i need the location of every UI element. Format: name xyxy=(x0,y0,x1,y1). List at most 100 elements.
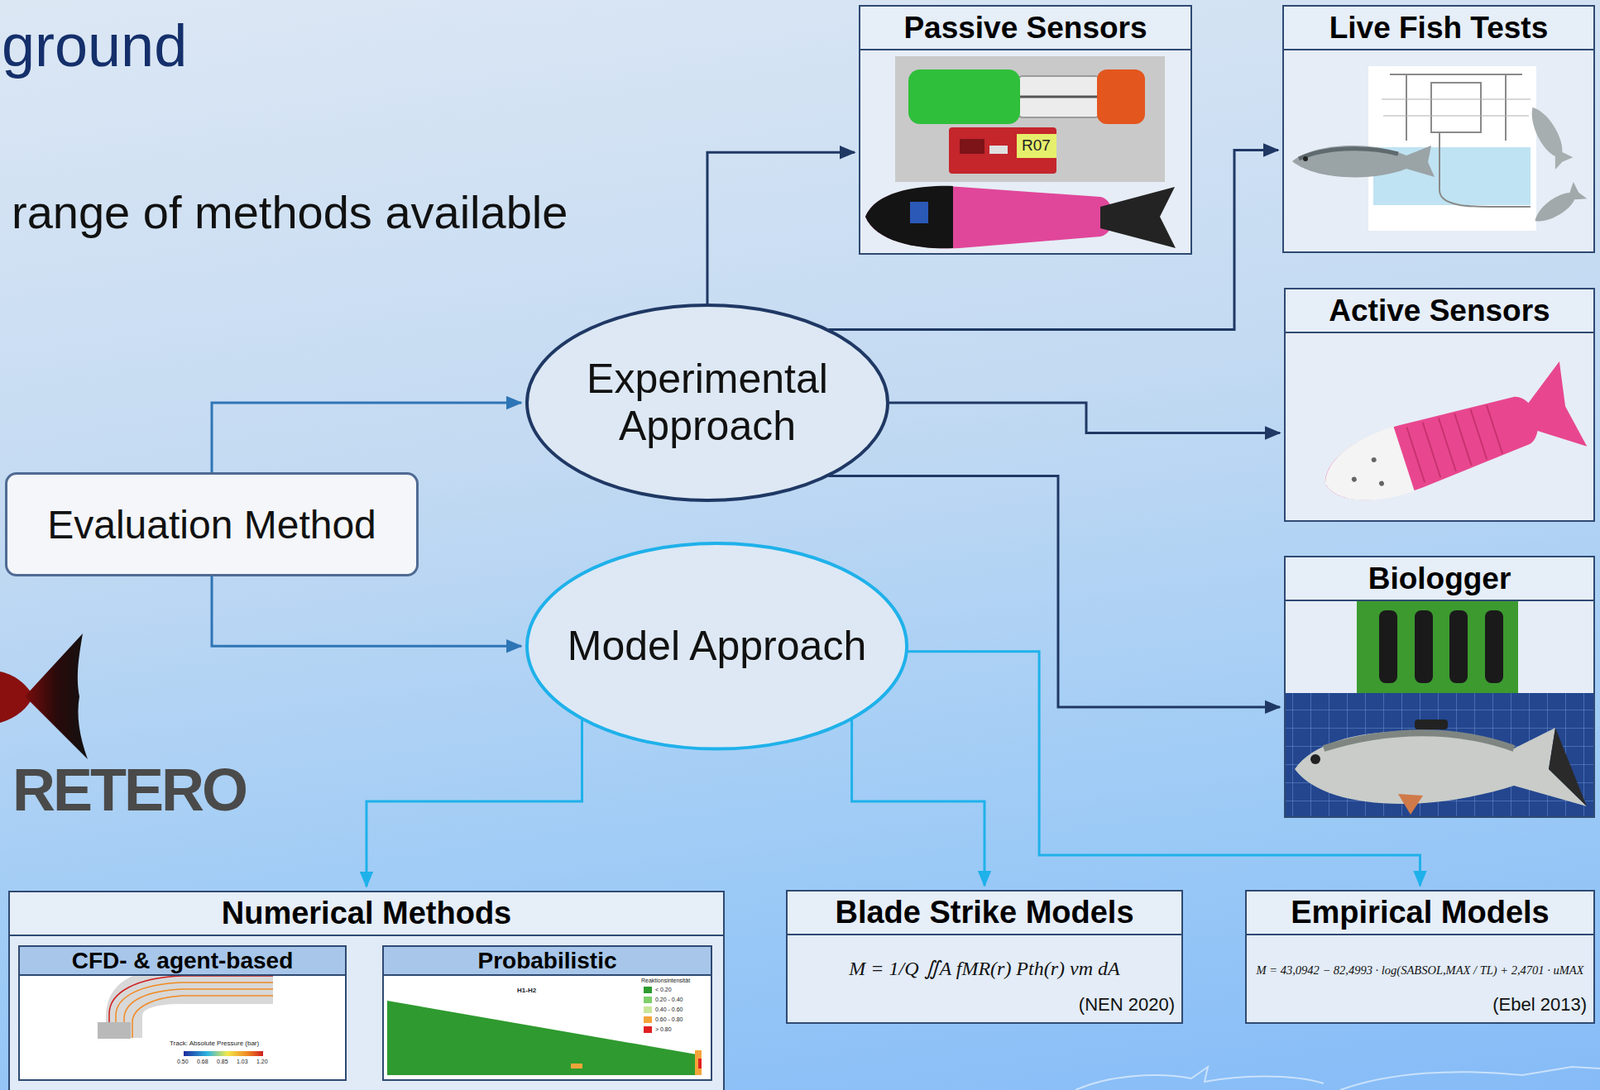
connector-arrow xyxy=(211,402,522,473)
cfd-illustration-part xyxy=(183,1051,264,1057)
method-panel: Biologger xyxy=(1283,555,1596,819)
passive-fish-sensor xyxy=(865,186,1176,249)
legend-text: < 0.20 xyxy=(655,986,672,993)
node-label: Evaluation Method xyxy=(47,502,377,548)
fish-watermark-part xyxy=(1075,1067,1600,1090)
passive-fish-sensor-part xyxy=(865,186,954,249)
live-fish-schematic-part xyxy=(1381,99,1531,116)
figure-label: 0.85 xyxy=(216,1058,229,1065)
passive-sensor-photo xyxy=(895,56,1165,183)
method-panel: Live Fish Tests xyxy=(1282,4,1596,254)
formula-text: M = 1/Q ∬A fMR(r) Pth(r) vm dA xyxy=(787,935,1182,981)
cfd-illustration-part xyxy=(97,1022,131,1040)
active-fish-sensor-part xyxy=(1378,480,1385,488)
method-panel: Passive Sensors xyxy=(858,4,1193,255)
node-label: Model Approach xyxy=(543,622,892,671)
panel-heading: Biologger xyxy=(1285,557,1594,602)
connector-arrow xyxy=(211,576,522,647)
model-formula-box: Blade Strike ModelsM = 1/Q ∬A fMR(r) Pth… xyxy=(785,890,1184,1025)
ellipse-shape xyxy=(526,543,907,750)
page-title: ground xyxy=(1,14,187,78)
cfd-illustration-part xyxy=(124,986,274,1039)
figure-label: 1.20 xyxy=(256,1058,269,1065)
legend-swatch xyxy=(643,996,652,1004)
probabilistic-illustration-part xyxy=(698,1058,702,1069)
node-label: Experimental Approach xyxy=(570,355,844,451)
passive-fish-sensor-part xyxy=(1100,186,1176,249)
legend-swatch xyxy=(643,986,652,994)
figure-label: R07 xyxy=(1021,137,1051,154)
live-fish-schematic-part-part xyxy=(1529,181,1588,231)
live-fish-schematic-part xyxy=(1298,148,1399,159)
ellipse-shape xyxy=(526,305,888,501)
cfd-illustration-part xyxy=(109,976,274,1039)
panel-ground-part xyxy=(383,974,711,1080)
biologger-photo-part xyxy=(1414,719,1448,730)
biologger-photo xyxy=(1283,599,1596,819)
connector-arrow xyxy=(828,150,1280,331)
live-fish-schematic-part xyxy=(1529,181,1588,231)
connector-arrow xyxy=(889,402,1280,434)
probabilistic-illustration-part xyxy=(570,1063,583,1069)
legend-row: 0.60 - 0.80 xyxy=(643,1016,683,1024)
active-fish-sensor-part xyxy=(1350,476,1358,484)
panel-heading: Live Fish Tests xyxy=(1283,6,1594,51)
logo-fish-tail-part xyxy=(24,633,88,760)
panel-heading: Probabilistic xyxy=(383,947,711,977)
passive-sensor-photo-part xyxy=(1097,69,1145,125)
legend-text: > 0.80 xyxy=(655,1026,672,1033)
panel-ground-part xyxy=(1285,331,1594,521)
passive-sensor-photo-part xyxy=(1019,95,1099,99)
probabilistic-illustration-part xyxy=(387,1001,702,1076)
active-fish-sensor-part xyxy=(1516,361,1588,461)
biologger-photo-part xyxy=(1356,599,1519,694)
method-box: Evaluation Method xyxy=(4,472,419,577)
active-fish-sensor-part xyxy=(1370,456,1378,464)
passive-sensor-photo-part xyxy=(989,145,1008,154)
biologger-photo-part xyxy=(1310,754,1321,765)
logo-fish-tail xyxy=(0,633,88,760)
legend-text: 0.20 - 0.40 xyxy=(655,996,683,1003)
biologger-photo-part xyxy=(1398,794,1423,815)
biologger-photo-part xyxy=(1485,610,1504,684)
biologger-photo-part xyxy=(1323,732,1514,749)
passive-fish-sensor-part xyxy=(910,201,929,224)
active-fish-sensor-part xyxy=(1315,383,1548,516)
formula-text: M = 43,0942 − 82,4993 · log(SABSOL,MAX /… xyxy=(1246,935,1594,978)
cfd-illustration xyxy=(97,976,274,1057)
biologger-photo-part xyxy=(1449,610,1468,684)
figure-label: Reaktionsintensität xyxy=(641,977,690,984)
live-fish-schematic-part xyxy=(1302,156,1308,162)
figure-label: Track: Absolute Pressure (bar) xyxy=(169,1040,259,1048)
biologger-photo-part xyxy=(1283,693,1596,819)
passive-sensor-photo-part xyxy=(959,138,985,154)
panel-heading: Empirical Models xyxy=(1246,891,1594,936)
panel-heading: Blade Strike Models xyxy=(787,891,1182,936)
passive-sensor-photo-part xyxy=(1017,76,1101,118)
connector-arrow xyxy=(907,651,1421,887)
panel-ground-part xyxy=(1283,48,1594,252)
legend-row: > 0.80 xyxy=(643,1026,672,1034)
cfd-illustration-part xyxy=(115,982,274,1039)
probabilistic-illustration-part xyxy=(694,1050,702,1076)
live-fish-schematic xyxy=(1292,66,1587,231)
probabilistic-illustration xyxy=(387,1001,702,1076)
active-fish-sensor xyxy=(1311,361,1587,527)
legend-swatch xyxy=(643,1026,652,1034)
legend-row: 0.40 - 0.60 xyxy=(643,1006,683,1014)
legend-row: 0.20 - 0.40 xyxy=(643,996,683,1004)
live-fish-schematic-part xyxy=(1389,74,1531,207)
figure-label: 0.50 xyxy=(177,1058,189,1065)
biologger-photo-part xyxy=(1414,610,1433,684)
figure-label: 1.03 xyxy=(236,1058,249,1065)
live-fish-schematic-part xyxy=(1522,102,1574,170)
panel-heading: CFD- & agent-based xyxy=(19,947,345,977)
active-fish-sensor-part xyxy=(1314,426,1415,518)
legend-swatch xyxy=(643,1006,652,1014)
figure-label: H1-H2 xyxy=(517,987,537,995)
passive-sensor-photo-part xyxy=(895,56,1165,183)
biologger-photo-part xyxy=(1548,728,1587,807)
live-fish-schematic-part-part xyxy=(1522,102,1574,170)
biologger-photo-part xyxy=(1379,610,1398,684)
